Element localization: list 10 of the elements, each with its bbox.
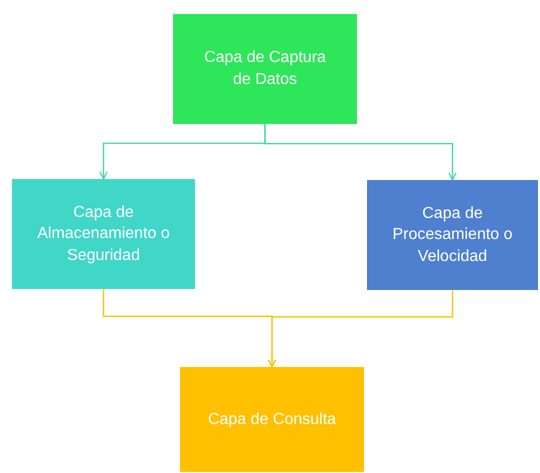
arrow xyxy=(268,290,454,368)
process-box xyxy=(173,14,357,124)
arrow xyxy=(264,124,457,181)
box-label: Capa de Consulta xyxy=(208,410,336,430)
process-box xyxy=(180,367,364,472)
box-label: Capa de Procesamiento o Velocidad xyxy=(391,204,514,267)
process-box xyxy=(367,180,538,290)
process-box xyxy=(12,179,195,289)
box-label: Capa de Captura de Datos xyxy=(203,48,327,90)
box-label: Capa de Almacenamiento o Seguridad xyxy=(36,202,171,266)
